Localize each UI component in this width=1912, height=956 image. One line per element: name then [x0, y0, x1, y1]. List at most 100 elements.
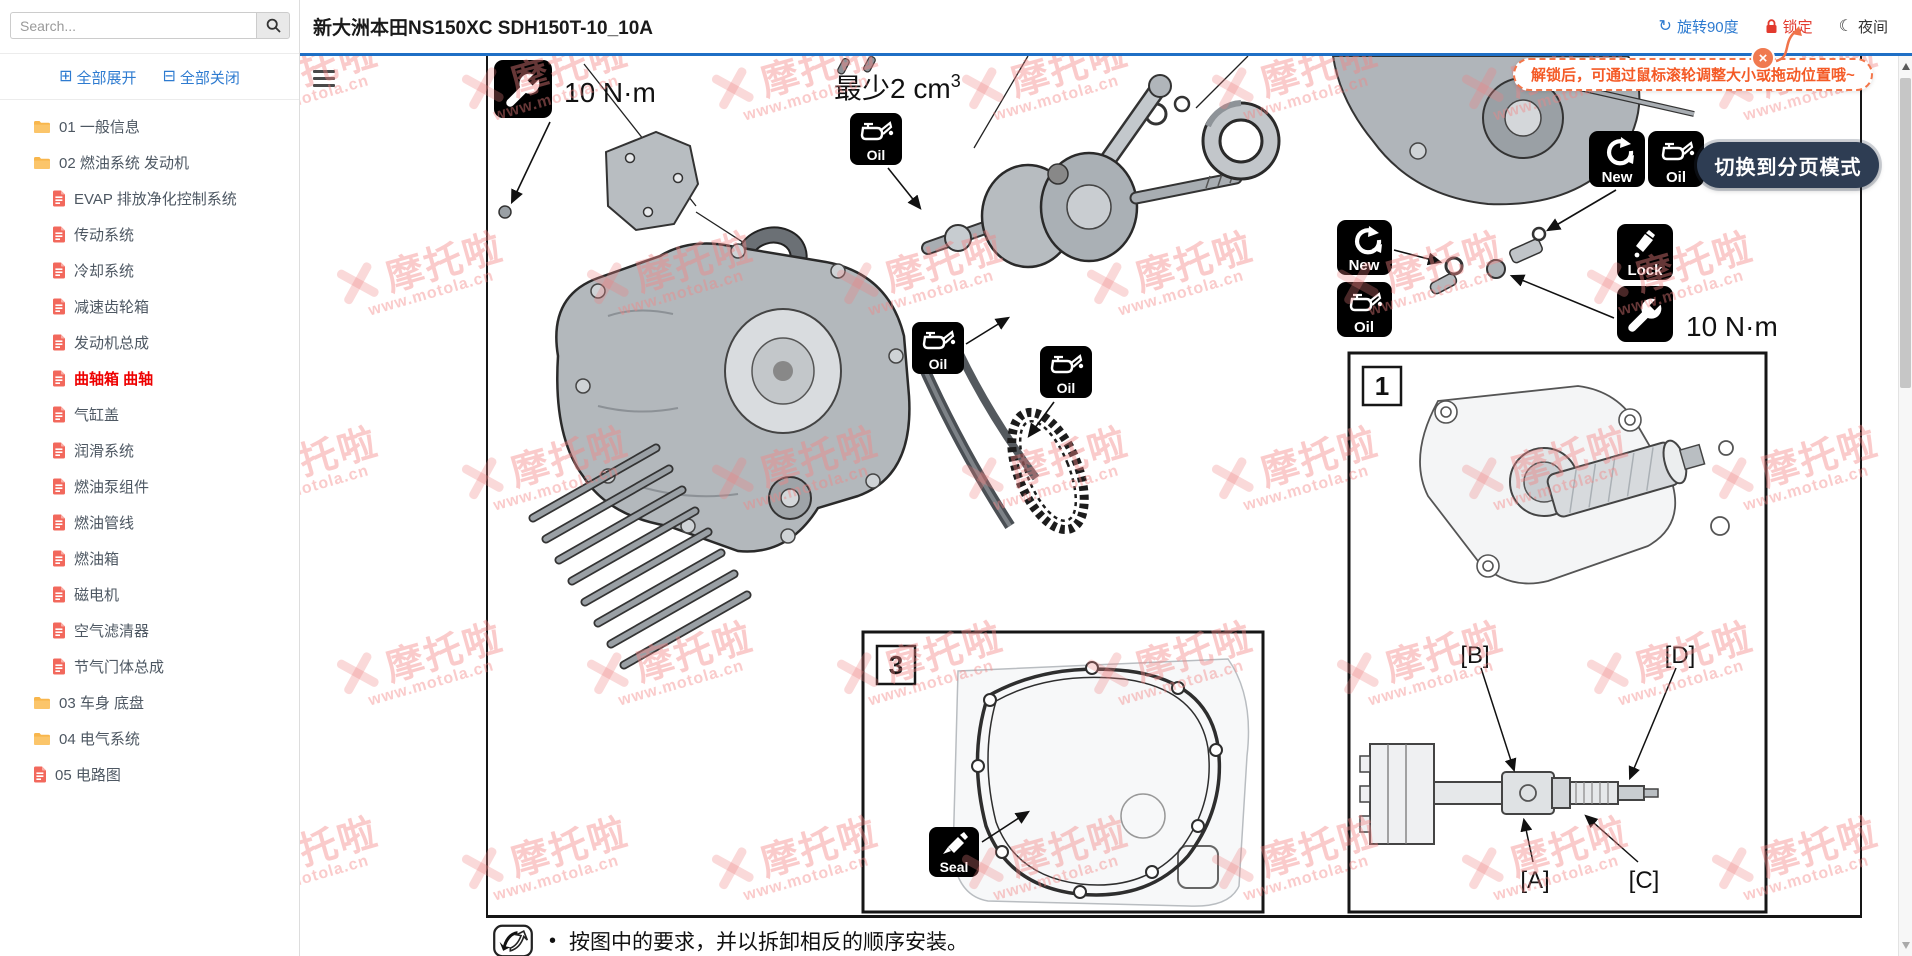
inset-box-3: 3 Seal	[861, 630, 1265, 914]
oil-icon-5: Oil	[1648, 131, 1704, 187]
lock-button[interactable]: 锁定	[1765, 16, 1813, 37]
crossed-tools-icon	[329, 644, 386, 701]
sidebar-item-label: 冷却系统	[74, 262, 135, 280]
note-text: 按图中的要求，并以拆卸相反的顺序安装。	[569, 930, 969, 954]
folder-icon	[34, 156, 50, 169]
search-button[interactable]	[256, 12, 290, 39]
search-input[interactable]	[10, 12, 256, 39]
sidebar-item-10[interactable]: 燃油泵组件	[0, 468, 299, 504]
cam-chain-drawing	[1007, 407, 1089, 535]
watermark-brand: 摩托啦	[300, 811, 384, 885]
sidebar-item-label: 03 车身 底盘	[59, 694, 145, 712]
svg-text:New: New	[1602, 169, 1633, 186]
lock-agent-icon: Lock	[1617, 224, 1673, 280]
scrollbar-down-arrow[interactable]	[1902, 942, 1910, 949]
svg-text:Oil: Oil	[867, 147, 886, 163]
bracket-drawing	[604, 130, 700, 232]
sidebar-item-label: 润滑系统	[74, 442, 135, 460]
file-icon	[53, 226, 65, 242]
topbar: 新大洲本田NS150XC SDH150T-10_10A ↻ 旋转90度 锁定 ☾…	[300, 0, 1912, 56]
seal-icon-label: Seal	[940, 859, 969, 875]
callout-arrows	[510, 121, 1617, 438]
torque-spec-left: 10 N·m	[564, 77, 656, 108]
lock-icon	[1766, 19, 1777, 33]
oil-icon-2: Oil	[912, 322, 964, 374]
file-icon	[53, 334, 65, 350]
sidebar-item-label: 气缸盖	[74, 406, 120, 424]
rotate-90-button[interactable]: ↻ 旋转90度	[1659, 16, 1739, 37]
document-title: 新大洲本田NS150XC SDH150T-10_10A	[313, 18, 654, 39]
svg-text:Oil: Oil	[1057, 380, 1076, 396]
sidebar-item-6[interactable]: 发动机总成	[0, 324, 299, 360]
file-icon	[34, 766, 46, 782]
moon-icon: ☾	[1838, 17, 1853, 35]
assembly-note: • 按图中的要求，并以拆卸相反的顺序安装。	[490, 924, 968, 956]
part-label-d: [D]	[1665, 642, 1696, 669]
file-icon	[53, 658, 65, 674]
svg-text:Oil: Oil	[1666, 169, 1686, 186]
sidebar-item-label: 01 一般信息	[59, 118, 140, 136]
sidebar-item-4[interactable]: 冷却系统	[0, 252, 299, 288]
sidebar-item-0[interactable]: 01 一般信息	[0, 108, 299, 144]
file-icon	[53, 586, 65, 602]
sidebar-item-2[interactable]: EVAP 排放净化控制系统	[0, 180, 299, 216]
menu-toggle-icon[interactable]	[313, 70, 335, 88]
sidebar-item-label: 减速齿轮箱	[74, 298, 150, 316]
sidebar-item-1[interactable]: 02 燃油系统 发动机	[0, 144, 299, 180]
disassembly-direction-icon	[493, 924, 533, 956]
sidebar-item-label: 05 电路图	[55, 766, 121, 784]
sidebar-item-15[interactable]: 节气门体总成	[0, 648, 299, 684]
sidebar-item-17[interactable]: 04 电气系统	[0, 720, 299, 756]
bearing-drawing	[1201, 100, 1281, 181]
sidebar-item-label: 燃油箱	[74, 550, 120, 568]
tree-controls: ⊞ 全部展开 ⊟ 全部关闭	[0, 62, 299, 92]
exploded-diagram: 1	[494, 56, 1778, 914]
sidebar-item-16[interactable]: 03 车身 底盘	[0, 684, 299, 720]
chain-guide-drawing	[918, 352, 1040, 529]
collapse-all-link[interactable]: ⊟ 全部关闭	[163, 67, 240, 88]
sidebar-item-14[interactable]: 空气滤清器	[0, 612, 299, 648]
scrollbar-thumb[interactable]	[1900, 78, 1911, 388]
sidebar-item-11[interactable]: 燃油管线	[0, 504, 299, 540]
sidebar-item-9[interactable]: 润滑系统	[0, 432, 299, 468]
file-icon	[53, 442, 65, 458]
sidebar-item-13[interactable]: 磁电机	[0, 576, 299, 612]
vertical-scrollbar[interactable]	[1898, 56, 1912, 956]
tooltip-pointer-arrow	[1775, 26, 1802, 63]
crankcase-drawing	[555, 242, 911, 553]
switch-page-mode-button[interactable]: 切换到分页模式	[1697, 142, 1879, 188]
scrollbar-up-arrow[interactable]	[1902, 63, 1910, 70]
sidebar-item-18[interactable]: 05 电路图	[0, 756, 299, 792]
watermark-brand: 摩托啦	[300, 421, 384, 495]
topbar-actions: ↻ 旋转90度 锁定 ☾ 夜间	[1659, 16, 1912, 37]
file-icon	[53, 262, 65, 278]
sidebar-item-5[interactable]: 减速齿轮箱	[0, 288, 299, 324]
case-bolts-drawing	[528, 443, 752, 670]
sidebar-item-7[interactable]: 曲轴箱 曲轴	[0, 360, 299, 396]
sidebar-item-label: 燃油管线	[74, 514, 135, 532]
tooltip-close-button[interactable]: ×	[1751, 46, 1775, 70]
file-icon	[53, 622, 65, 638]
part-label-a: [A]	[1520, 867, 1549, 894]
expand-all-link[interactable]: ⊞ 全部展开	[59, 67, 136, 88]
file-icon	[53, 478, 65, 494]
crankshaft-drawing	[921, 74, 1243, 269]
sidebar-item-3[interactable]: 传动系统	[0, 216, 299, 252]
inset-box-1: 1	[1347, 351, 1768, 914]
file-icon	[53, 298, 65, 314]
oil-icon-1: Oil	[850, 113, 902, 165]
sidebar-item-8[interactable]: 气缸盖	[0, 396, 299, 432]
night-label: 夜间	[1857, 19, 1888, 36]
sidebar-item-label: 节气门体总成	[74, 658, 165, 676]
note-bullet: •	[549, 929, 557, 952]
lock-label: 锁定	[1782, 19, 1813, 36]
sidebar-item-12[interactable]: 燃油箱	[0, 540, 299, 576]
oil-icon-3: Oil	[1040, 346, 1092, 398]
viewer-area: 1	[300, 56, 1898, 956]
night-mode-button[interactable]: ☾ 夜间	[1839, 16, 1888, 37]
folder-icon	[34, 732, 50, 745]
search-row	[10, 12, 290, 39]
wrench-icon-left	[494, 60, 552, 118]
